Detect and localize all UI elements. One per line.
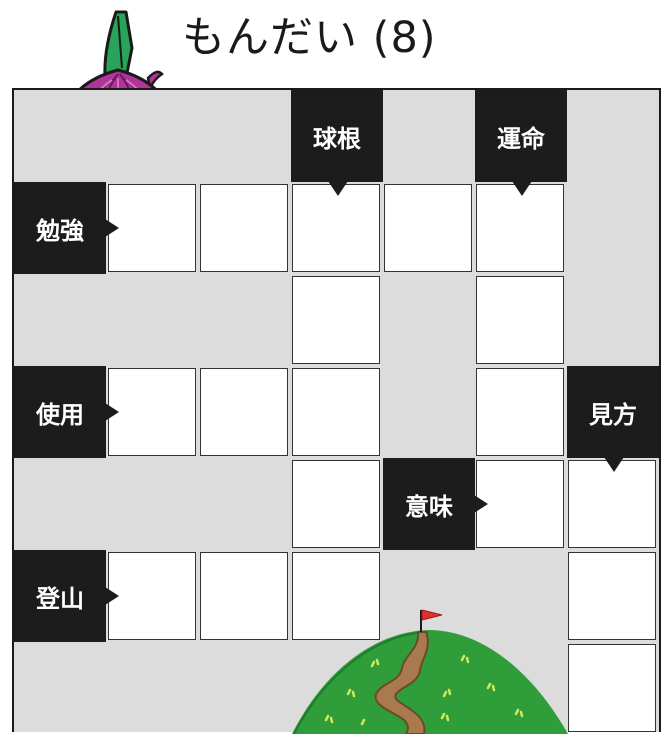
clue-unmei: 運命	[475, 90, 567, 182]
clue-benkyou: 勉強	[14, 182, 106, 274]
clue-kyuukon: 球根	[291, 90, 383, 182]
answer-cell-benkyou-4[interactable]	[384, 184, 472, 272]
answer-cell-benkyou-5[interactable]	[476, 184, 564, 272]
answer-cell-imi-1[interactable]	[476, 460, 564, 548]
clue-imi: 意味	[383, 458, 475, 550]
answer-cell-benkyou-1[interactable]	[108, 184, 196, 272]
answer-cell-tozan-1[interactable]	[108, 552, 196, 640]
clue-mikata: 見方	[567, 366, 659, 458]
clue-tozan: 登山	[14, 550, 106, 642]
answer-cell-unmei-2[interactable]	[476, 276, 564, 364]
answer-cell-benkyou-3[interactable]	[292, 184, 380, 272]
answer-cell-benkyou-2[interactable]	[200, 184, 288, 272]
arrow-right-icon	[105, 219, 119, 237]
arrow-down-icon	[328, 181, 348, 196]
answer-cell-tozan-2[interactable]	[200, 552, 288, 640]
puzzle-board: 球根 運命 勉強 使用 見方 意味 登山	[12, 88, 661, 734]
answer-cell-shiyou-1[interactable]	[108, 368, 196, 456]
page-title: もんだい (8)	[182, 13, 437, 63]
arrow-right-icon	[474, 495, 488, 513]
arrow-right-icon	[105, 403, 119, 421]
clue-shiyou: 使用	[14, 366, 106, 458]
answer-cell-mikata-1[interactable]	[568, 460, 656, 548]
answer-cell-mikata-3[interactable]	[568, 644, 656, 732]
hill-with-flag-icon	[292, 609, 568, 734]
arrow-right-icon	[105, 587, 119, 605]
answer-cell-tozan-3[interactable]	[292, 552, 380, 640]
answer-cell-kyuukon-2[interactable]	[292, 276, 380, 364]
answer-cell-unmei-3[interactable]	[476, 368, 564, 456]
arrow-down-icon	[604, 457, 624, 472]
arrow-down-icon	[512, 181, 532, 196]
answer-cell-shiyou-3[interactable]	[292, 368, 380, 456]
answer-cell-shiyou-2[interactable]	[200, 368, 288, 456]
answer-cell-kyuukon-4[interactable]	[292, 460, 380, 548]
answer-cell-mikata-2[interactable]	[568, 552, 656, 640]
